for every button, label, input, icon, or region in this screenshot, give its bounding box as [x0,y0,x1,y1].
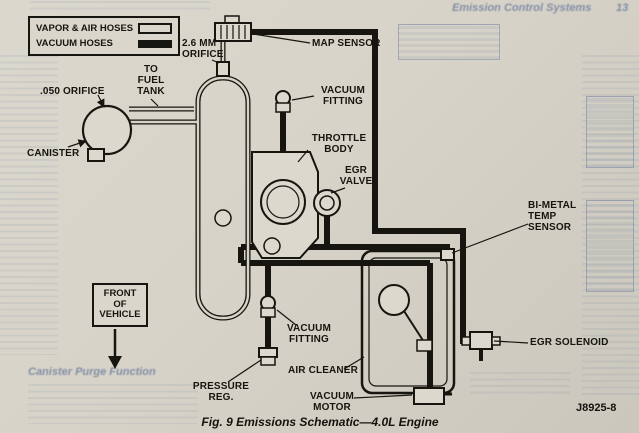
bleed-section-heading: Canister Purge Function [28,366,156,378]
label-egr-valve: EGR VALVE [339,165,373,188]
throttle-body-shape [251,151,319,259]
label-vacuum-fitting-top: VACUUM FITTING [320,85,366,108]
bleed-figure-box-top [398,24,500,60]
vacuum-fitting-top-shape [275,90,291,113]
bleed-noise-top [30,1,210,13]
vacuum-motor-shape [413,387,452,405]
label-050-orifice: .050 ORIFICE [40,86,105,97]
orifice-2-6mm-shape [216,61,230,77]
vapor-hose-symbol [138,23,172,35]
label-vacuum-fitting-bottom: VACUUM FITTING [286,323,332,346]
label-air-cleaner: AIR CLEANER [288,365,358,376]
label-map-sensor: MAP SENSOR [312,38,381,49]
label-canister: CANISTER [27,148,80,159]
loop-port-shape [214,209,232,227]
air-cleaner-shape [360,249,456,395]
bleed-noise-right-margin [582,55,639,395]
figure-code: J8925-8 [576,402,617,414]
pressure-reg-shape [258,347,278,366]
figure-caption: Fig. 9 Emissions Schematic—4.0L Engine [201,415,439,429]
callout-lines [67,33,529,399]
vacuum-hose-symbol [138,39,172,48]
label-egr-solenoid: EGR SOLENOID [530,337,609,348]
canister-shape [81,104,133,162]
label-pressure-reg: PRESSURE REG. [192,381,250,404]
bleed-figure-box-right-1 [586,96,634,168]
vapor-air-hoses [129,41,251,321]
label-2-6mm-orifice: 2.6 MM ORIFICE [182,38,224,61]
bleed-noise-left-margin [0,55,58,355]
front-of-vehicle-box: FRONT OF VEHICLE [92,283,148,327]
label-to-fuel-tank: TO FUEL TANK [137,64,165,98]
label-vacuum-motor: VACUUM MOTOR [309,391,355,414]
legend-row-vapor: VAPOR & AIR HOSES [36,23,172,35]
map-sensor-shape [214,15,252,42]
label-bimetal-temp-sensor: BI-METAL TEMP SENSOR [528,200,577,234]
legend-vapor-label: VAPOR & AIR HOSES [36,23,134,35]
front-of-vehicle-label: FRONT OF VEHICLE [99,287,141,321]
bleed-noise-bottom-right [470,372,570,398]
bleed-figure-box-right-2 [586,200,634,292]
bleed-page-number: 13 [616,2,629,14]
legend-row-vacuum: VACUUM HOSES [36,39,172,49]
label-throttle-body: THROTTLE BODY [311,133,367,156]
bleed-noise-bottom-left [28,384,198,424]
bimetal-temp-sensor-shape [440,248,455,261]
front-of-vehicle-arrow [108,329,122,369]
vacuum-fitting-bottom-shape [260,295,276,318]
legend-box: VAPOR & AIR HOSES VACUUM HOSES [28,16,180,56]
egr-valve-shape [313,189,341,217]
legend-vacuum-label: VACUUM HOSES [36,38,113,50]
bleed-header-text: Emission Control Systems [452,2,592,14]
